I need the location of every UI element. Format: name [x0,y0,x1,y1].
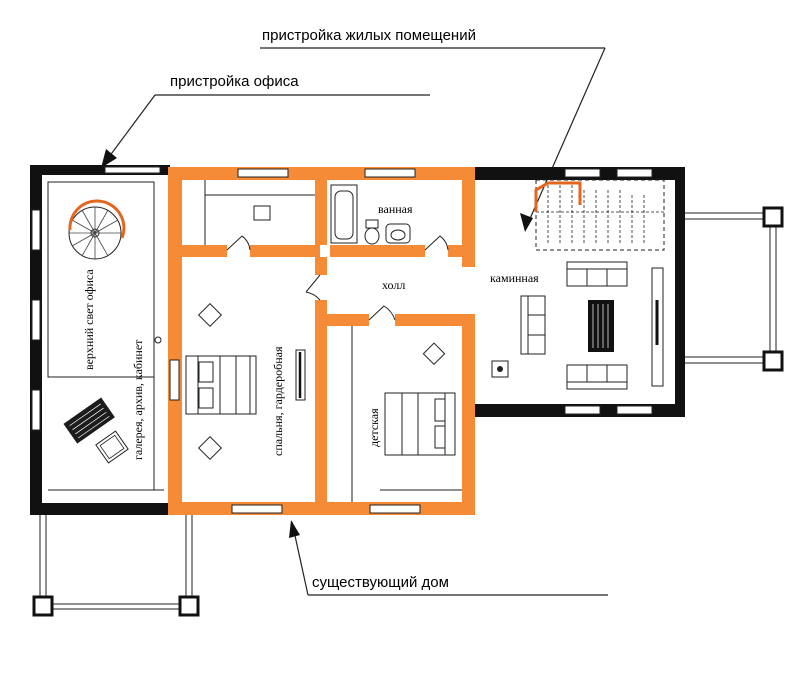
annotation-lines [102,47,608,596]
terrace-pergola [685,206,784,372]
coffee-table-icon [588,300,614,352]
sink-icon [385,223,411,244]
kids-chair-icon [422,342,446,366]
existing-house-label: существующий дом [312,574,449,591]
office-extension-label: пристройка офиса [170,73,299,90]
existing-house-windows [169,168,421,514]
office-chair-icon [95,430,129,464]
closet-block [204,180,315,245]
gallery-label: галерея, архив, кабинет [131,339,145,460]
existing-house-walls [168,167,475,515]
kids-room-label: детская [367,408,381,447]
office-desk-icon [63,397,115,444]
floor-lamp-icon [491,360,509,378]
bedroom-chair-icon [197,302,223,461]
annotation-arrowheads [101,149,533,538]
sofa-left-icon [520,295,546,355]
staircase-icon [534,179,665,251]
toilet-icon [364,219,380,245]
bathtub-icon [330,184,358,244]
office-extension [30,165,170,515]
kids-bed-icon [384,392,456,456]
hall-label: холл [382,278,405,292]
bedroom-label: спальня, гардеробная [271,346,285,456]
kids-room-inner [351,326,462,502]
bedroom-bed-icon [185,355,257,415]
door-swings [226,235,449,321]
office-pergola [32,515,200,617]
skylight-label: верхний свет офиса [82,269,96,370]
fireplace-icon [651,267,664,387]
wardrobe-shelf [295,349,306,401]
bathroom-label: ванная [378,202,413,216]
living-room-label: каминная [490,271,539,285]
spiral-stair-icon [68,199,126,260]
residential-extension-label: пристройка жилых помещений [262,27,476,44]
sofa-top-icon [566,261,628,287]
sofa-bottom-icon [566,364,628,390]
residential-extension [475,167,685,417]
